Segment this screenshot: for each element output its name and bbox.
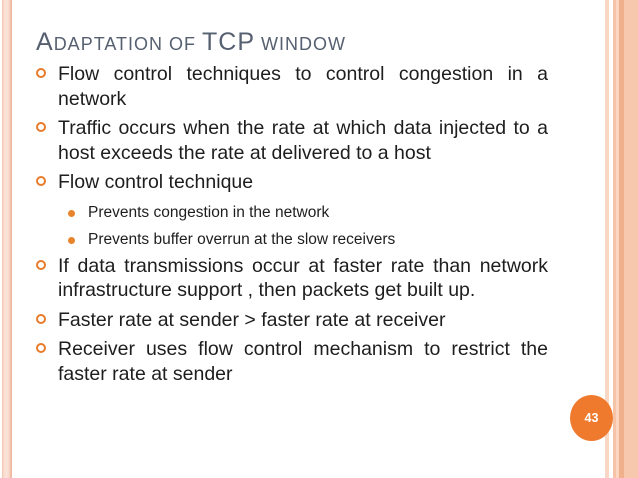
bullet-marker-column — [36, 170, 58, 195]
title-part: TCP — [202, 28, 256, 56]
bullet-ring-icon — [36, 176, 46, 186]
bullet-marker-column — [36, 116, 58, 165]
right-border-thin-stripe — [605, 0, 609, 478]
bullet-item: Flow control technique — [36, 170, 548, 195]
bullet-ring-icon — [36, 343, 46, 353]
bullet-dot-icon — [68, 236, 75, 244]
bullet-ring-icon — [36, 68, 46, 78]
bullet-marker-column — [36, 62, 58, 111]
bullet-text: Receiver uses flow control mechanism to … — [58, 338, 548, 385]
bullet-text: Flow control technique — [58, 171, 254, 193]
bullet-item: If data transmissions occur at faster ra… — [36, 254, 548, 303]
bullet-text: Faster rate at sender > faster rate at r… — [58, 308, 446, 331]
sub-bullet-item: Prevents buffer overrun at the slow rece… — [68, 227, 548, 253]
bullet-dot-icon — [68, 209, 75, 217]
sub-bullet-text: Prevents buffer overrun at the slow rece… — [88, 230, 396, 248]
title-part: A — [36, 28, 54, 56]
bullet-marker-column — [36, 337, 58, 386]
bullet-list: Flow control techniques to control conge… — [36, 62, 548, 391]
bullet-ring-icon — [36, 313, 46, 324]
slide-title: ADAPTATION OF TCP WINDOW — [36, 22, 346, 61]
left-border-stripe — [2, 0, 12, 478]
bullet-marker-column — [68, 200, 88, 226]
bullet-ring-icon — [36, 122, 46, 132]
bullet-marker-column — [68, 227, 88, 253]
bullet-text: If data transmissions occur at faster ra… — [58, 254, 548, 302]
bullet-item: Traffic occurs when the rate at which da… — [36, 116, 548, 165]
page-number: 43 — [584, 411, 599, 425]
page-number-badge: 43 — [570, 395, 613, 441]
bullet-marker-column — [36, 254, 58, 303]
title-part: WINDOW — [255, 34, 347, 54]
bullet-item: Faster rate at sender > faster rate at r… — [36, 308, 548, 333]
sub-bullet-item: Prevents congestion in the network — [68, 200, 548, 226]
bullet-item: Receiver uses flow control mechanism to … — [36, 337, 548, 386]
right-border-stripe — [613, 0, 638, 478]
bullet-item: Flow control techniques to control conge… — [36, 62, 548, 111]
sub-bullet-text: Prevents congestion in the network — [88, 203, 330, 221]
bullet-marker-column — [36, 308, 58, 333]
bullet-text: Flow control techniques to control conge… — [58, 63, 548, 110]
bullet-text: Traffic occurs when the rate at which da… — [58, 117, 548, 164]
title-part: DAPTATION OF — [53, 34, 203, 54]
bullet-ring-icon — [36, 259, 46, 270]
